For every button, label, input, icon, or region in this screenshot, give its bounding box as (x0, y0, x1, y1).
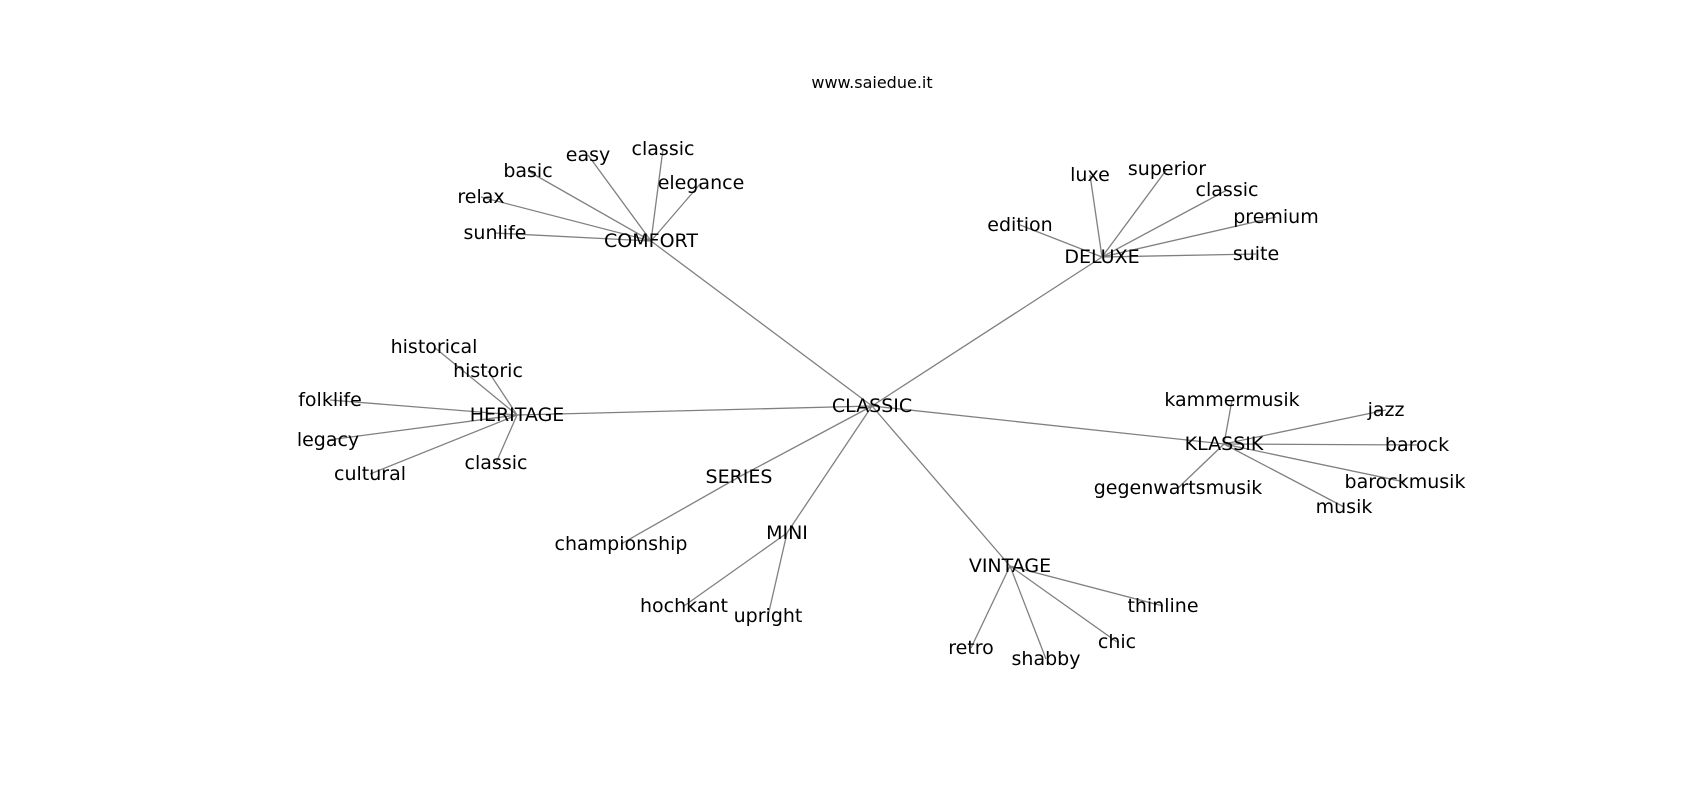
leaf-node-deluxe-luxe: luxe (1070, 164, 1110, 186)
edge-root-series (738, 405, 873, 478)
edge-klassik-barockmusik (1223, 443, 1406, 483)
edge-heritage-legacy (327, 414, 518, 441)
leaf-node-comfort-elegance: elegance (658, 172, 745, 194)
leaf-node-deluxe-suite: suite (1233, 243, 1279, 265)
edge-root-deluxe (871, 256, 1103, 407)
edge-vintage-shabby (1009, 565, 1047, 660)
edge-comfort-sunlife (494, 232, 652, 242)
leaf-node-klassik-musik: musik (1316, 496, 1373, 518)
branch-node-heritage: HERITAGE (470, 404, 565, 426)
leaf-node-comfort-basic: basic (503, 160, 552, 182)
edge-deluxe-classic (1101, 189, 1228, 258)
leaf-node-mini-hochkant: hochkant (640, 595, 728, 617)
leaf-node-deluxe-classic: classic (1196, 179, 1259, 201)
edge-deluxe-edition (1019, 224, 1103, 258)
branch-node-deluxe: DELUXE (1064, 246, 1139, 268)
leaf-node-comfort-easy: easy (566, 144, 610, 166)
leaf-node-klassik-barockmusik: barockmusik (1345, 471, 1466, 493)
edge-deluxe-superior (1101, 168, 1168, 258)
leaf-node-deluxe-premium: premium (1233, 206, 1318, 228)
leaf-node-heritage-historical: historical (391, 336, 478, 358)
root-node: CLASSIC (832, 395, 912, 417)
branch-node-mini: MINI (766, 522, 808, 544)
edge-heritage-cultural (369, 414, 518, 475)
leaf-node-vintage-chic: chic (1098, 631, 1136, 653)
edge-heritage-folklife (329, 399, 518, 416)
branch-node-klassik: KLASSIK (1185, 433, 1264, 455)
leaf-node-klassik-gegenwartsmusik: gegenwartsmusik (1094, 477, 1263, 499)
labels-layer: CLASSIC COMFORT classic easy basic relax sunli… (297, 138, 1466, 670)
edge-deluxe-luxe (1089, 174, 1103, 258)
leaf-node-vintage-retro: retro (948, 637, 994, 659)
leaf-node-series-championship: championship (555, 533, 688, 555)
edge-comfort-easy (587, 154, 652, 242)
edge-vintage-thinline (1009, 565, 1164, 607)
leaf-node-klassik-barock: barock (1385, 434, 1449, 456)
leaf-node-heritage-historic: historic (453, 360, 523, 382)
leaf-node-comfort-sunlife: sunlife (464, 222, 527, 244)
leaf-node-klassik-kammermusik: kammermusik (1164, 389, 1299, 411)
edge-root-mini (786, 405, 873, 534)
branch-node-series: SERIES (706, 466, 773, 488)
leaf-node-vintage-shabby: shabby (1012, 648, 1081, 670)
leaf-node-comfort-classic: classic (632, 138, 695, 160)
leaf-node-klassik-jazz: jazz (1367, 399, 1405, 421)
leaf-node-heritage-classic: classic (465, 452, 528, 474)
edge-deluxe-premium (1101, 216, 1277, 258)
edge-root-heritage (516, 405, 873, 416)
edge-klassik-jazz (1223, 409, 1387, 445)
leaf-node-vintage-thinline: thinline (1127, 595, 1198, 617)
edge-klassik-gegenwartsmusik (1177, 443, 1225, 489)
leaf-node-mini-upright: upright (734, 605, 803, 627)
branch-node-comfort: COMFORT (604, 230, 698, 252)
edge-klassik-barock (1223, 443, 1418, 446)
edge-heritage-classic (495, 414, 518, 464)
edge-comfort-classic (650, 148, 664, 242)
edge-klassik-musik (1223, 443, 1345, 508)
edge-vintage-chic (1009, 565, 1118, 643)
edge-root-klassik (871, 405, 1225, 445)
edge-vintage-retro (970, 565, 1011, 649)
site-title: www.saiedue.it (811, 73, 932, 92)
edge-comfort-relax (480, 196, 652, 242)
edge-root-vintage (871, 405, 1011, 567)
leaf-node-heritage-cultural: cultural (334, 463, 406, 485)
edge-series-championship (620, 476, 740, 545)
edge-deluxe-suite (1101, 253, 1257, 258)
leaf-node-comfort-relax: relax (457, 186, 504, 208)
edge-klassik-kammermusik (1223, 399, 1233, 445)
leaf-node-deluxe-superior: superior (1128, 158, 1206, 180)
edge-root-comfort (650, 240, 873, 407)
branch-node-vintage: VINTAGE (969, 555, 1051, 577)
leaf-node-heritage-legacy: legacy (297, 429, 359, 451)
leaf-node-heritage-folklife: folklife (298, 389, 362, 411)
leaf-node-deluxe-edition: edition (987, 214, 1052, 236)
edges-layer (327, 148, 1418, 660)
edge-mini-upright (767, 532, 788, 617)
edge-comfort-basic (527, 170, 652, 242)
edge-mini-hochkant (683, 532, 788, 607)
edge-comfort-elegance (650, 182, 702, 242)
edge-heritage-historic (487, 370, 518, 416)
edge-heritage-historical (433, 346, 518, 416)
